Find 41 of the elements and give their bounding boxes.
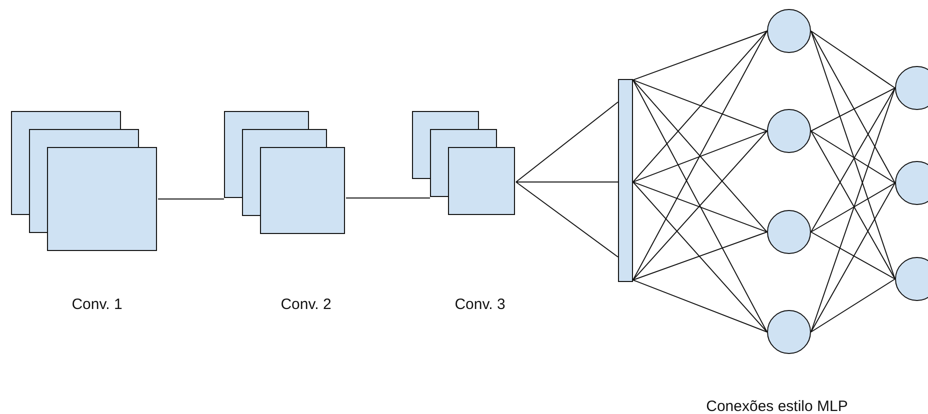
layer-label: Conv. 3: [454, 296, 506, 313]
caption-label: Conexões estilo MLP: [706, 398, 848, 414]
stacked-boxes-drawing: [11, 111, 158, 251]
connector-line: [632, 30, 768, 182]
connector-line: [810, 130, 896, 184]
connector-line: [810, 278, 896, 332]
connector-line: [632, 30, 768, 80]
connector-line: [632, 30, 768, 280]
connector-line: [632, 80, 768, 232]
connector-line: [810, 88, 896, 332]
neuron-circle: [895, 257, 928, 301]
connector-line: [810, 130, 896, 280]
connector-line: [632, 80, 768, 332]
connector-line: [632, 182, 768, 332]
connector-line: [810, 30, 896, 184]
connector-line: [158, 198, 224, 200]
connector-line: [810, 232, 896, 280]
flatten-bar: [618, 79, 633, 282]
neuron-circle: [767, 310, 811, 354]
layer-label: Conv. 2: [280, 296, 332, 313]
connector-line: [632, 232, 768, 280]
connector-line: [632, 182, 768, 232]
connector-line: [632, 80, 768, 132]
stacked-boxes-drawing: [412, 111, 516, 215]
neuron-circle: [767, 9, 811, 53]
connector-line: [632, 130, 768, 182]
neuron-circle: [895, 161, 928, 205]
neuron-circle: [767, 210, 811, 254]
neuron-circle: [895, 66, 928, 110]
neuron-circle: [767, 109, 811, 153]
connector-line: [516, 102, 618, 182]
connector-line: [810, 88, 896, 132]
layer-label: Conv. 1: [72, 296, 122, 313]
connector-line: [810, 182, 896, 232]
connector-line: [810, 182, 896, 332]
connector-line: [632, 280, 768, 332]
stacked-boxes-drawing: [224, 111, 346, 234]
connector-line: [632, 130, 768, 280]
connector-line: [810, 30, 896, 88]
connector-line: [516, 182, 618, 258]
connector-line: [810, 88, 896, 232]
